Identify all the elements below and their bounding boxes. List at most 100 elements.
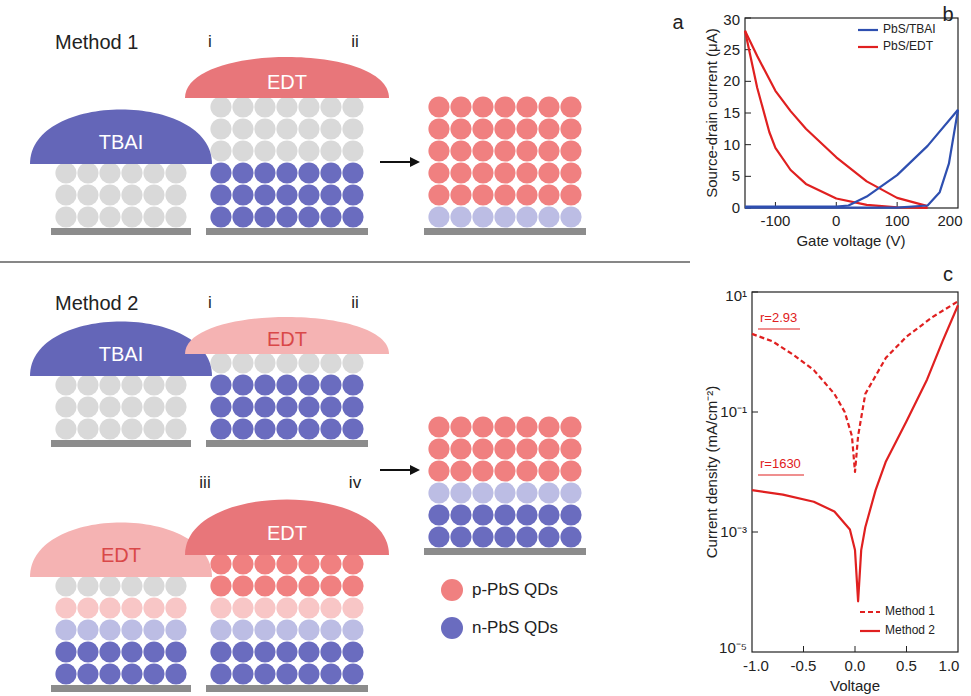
quantum-dot xyxy=(210,162,231,183)
quantum-dot xyxy=(516,206,537,227)
quantum-dot xyxy=(298,575,319,596)
step-numeral: i xyxy=(208,294,212,313)
quantum-dot xyxy=(450,96,471,117)
quantum-dot xyxy=(121,206,142,227)
tick-label: -0.5 xyxy=(791,658,817,675)
quantum-dot xyxy=(320,352,341,373)
quantum-dot xyxy=(516,416,537,437)
quantum-dot xyxy=(210,396,231,417)
substrate xyxy=(206,440,368,447)
quantum-dot xyxy=(254,374,275,395)
quantum-dot xyxy=(232,597,253,618)
quantum-dot xyxy=(77,641,98,662)
quantum-dot xyxy=(77,575,98,596)
ligand-droplet: TBAI xyxy=(30,108,212,164)
tick-label: 0.5 xyxy=(896,658,917,675)
tick-label: 25 xyxy=(723,41,740,58)
quantum-dot xyxy=(77,374,98,395)
panel-letter: c xyxy=(943,263,953,285)
quantum-dot xyxy=(342,619,363,640)
panel-letter: b xyxy=(942,3,953,25)
quantum-dot xyxy=(342,374,363,395)
quantum-dot xyxy=(276,418,297,439)
tick xyxy=(745,81,751,82)
quantum-dot xyxy=(560,118,581,139)
quantum-dot xyxy=(342,206,363,227)
quantum-dot xyxy=(560,184,581,205)
quantum-dot xyxy=(472,438,493,459)
quantum-dot xyxy=(276,184,297,205)
quantum-dot xyxy=(276,96,297,117)
tick-label: 0 xyxy=(832,213,840,230)
quantum-dot xyxy=(99,184,120,205)
quantum-dot xyxy=(99,619,120,640)
quantum-dot xyxy=(254,140,275,161)
quantum-dot xyxy=(342,162,363,183)
quantum-dot xyxy=(77,184,98,205)
quantum-dot xyxy=(276,118,297,139)
quantum-dot xyxy=(538,460,559,481)
quantum-dot xyxy=(210,184,231,205)
quantum-dot xyxy=(494,504,515,525)
quantum-dot xyxy=(232,619,253,640)
quantum-dot xyxy=(143,663,164,684)
quantum-dot xyxy=(450,504,471,525)
quantum-dot xyxy=(165,575,186,596)
tick-label: 0.0 xyxy=(845,658,866,675)
legend-swatch xyxy=(441,617,463,639)
quantum-dot xyxy=(121,597,142,618)
quantum-dot xyxy=(298,184,319,205)
ratio-annotation: r=2.93 xyxy=(760,311,797,325)
ligand-droplet: EDT xyxy=(30,521,212,577)
tick xyxy=(855,646,856,652)
tick-label: 1.0 xyxy=(939,658,960,675)
axis-title: Current density (mA/cm⁻²) xyxy=(704,386,721,559)
quantum-dot xyxy=(121,374,142,395)
tick-label: 20 xyxy=(723,73,740,90)
quantum-dot xyxy=(450,416,471,437)
quantum-dot xyxy=(232,206,253,227)
quantum-dot xyxy=(560,96,581,117)
quantum-dot xyxy=(55,374,76,395)
quantum-dot xyxy=(298,96,319,117)
method1-curve xyxy=(752,301,958,472)
quantum-dot xyxy=(210,597,231,618)
quantum-dot xyxy=(494,162,515,183)
quantum-dot xyxy=(428,162,449,183)
droplet-outline xyxy=(30,109,212,164)
droplet-outline xyxy=(185,57,389,98)
step-numeral: iii xyxy=(199,474,210,493)
tick-label: 5 xyxy=(732,168,740,185)
quantum-dot xyxy=(143,418,164,439)
quantum-dot xyxy=(121,396,142,417)
quantum-dot xyxy=(494,118,515,139)
quantum-dot xyxy=(254,184,275,205)
tick xyxy=(752,292,758,293)
tick xyxy=(745,18,751,19)
ligand-label: EDT xyxy=(185,328,389,351)
quantum-dot xyxy=(55,162,76,183)
quantum-dot xyxy=(320,641,341,662)
quantum-dot xyxy=(342,96,363,117)
method-title: Method 2 xyxy=(55,292,138,314)
quantum-dot xyxy=(121,619,142,640)
tick xyxy=(745,113,751,114)
edt-curve xyxy=(745,31,928,208)
substrate xyxy=(206,228,368,235)
quantum-dot xyxy=(143,206,164,227)
quantum-dot xyxy=(55,418,76,439)
qd-stacks xyxy=(51,96,586,692)
quantum-dot xyxy=(342,140,363,161)
quantum-dot xyxy=(320,418,341,439)
quantum-dot xyxy=(494,438,515,459)
quantum-dot xyxy=(516,504,537,525)
quantum-dot xyxy=(450,118,471,139)
quantum-dot xyxy=(428,504,449,525)
quantum-dot xyxy=(472,482,493,503)
method-title: Method 1 xyxy=(55,31,138,53)
quantum-dot xyxy=(560,416,581,437)
quantum-dot xyxy=(472,140,493,161)
step-numeral: iv xyxy=(349,474,361,493)
quantum-dot xyxy=(276,619,297,640)
quantum-dot xyxy=(516,184,537,205)
